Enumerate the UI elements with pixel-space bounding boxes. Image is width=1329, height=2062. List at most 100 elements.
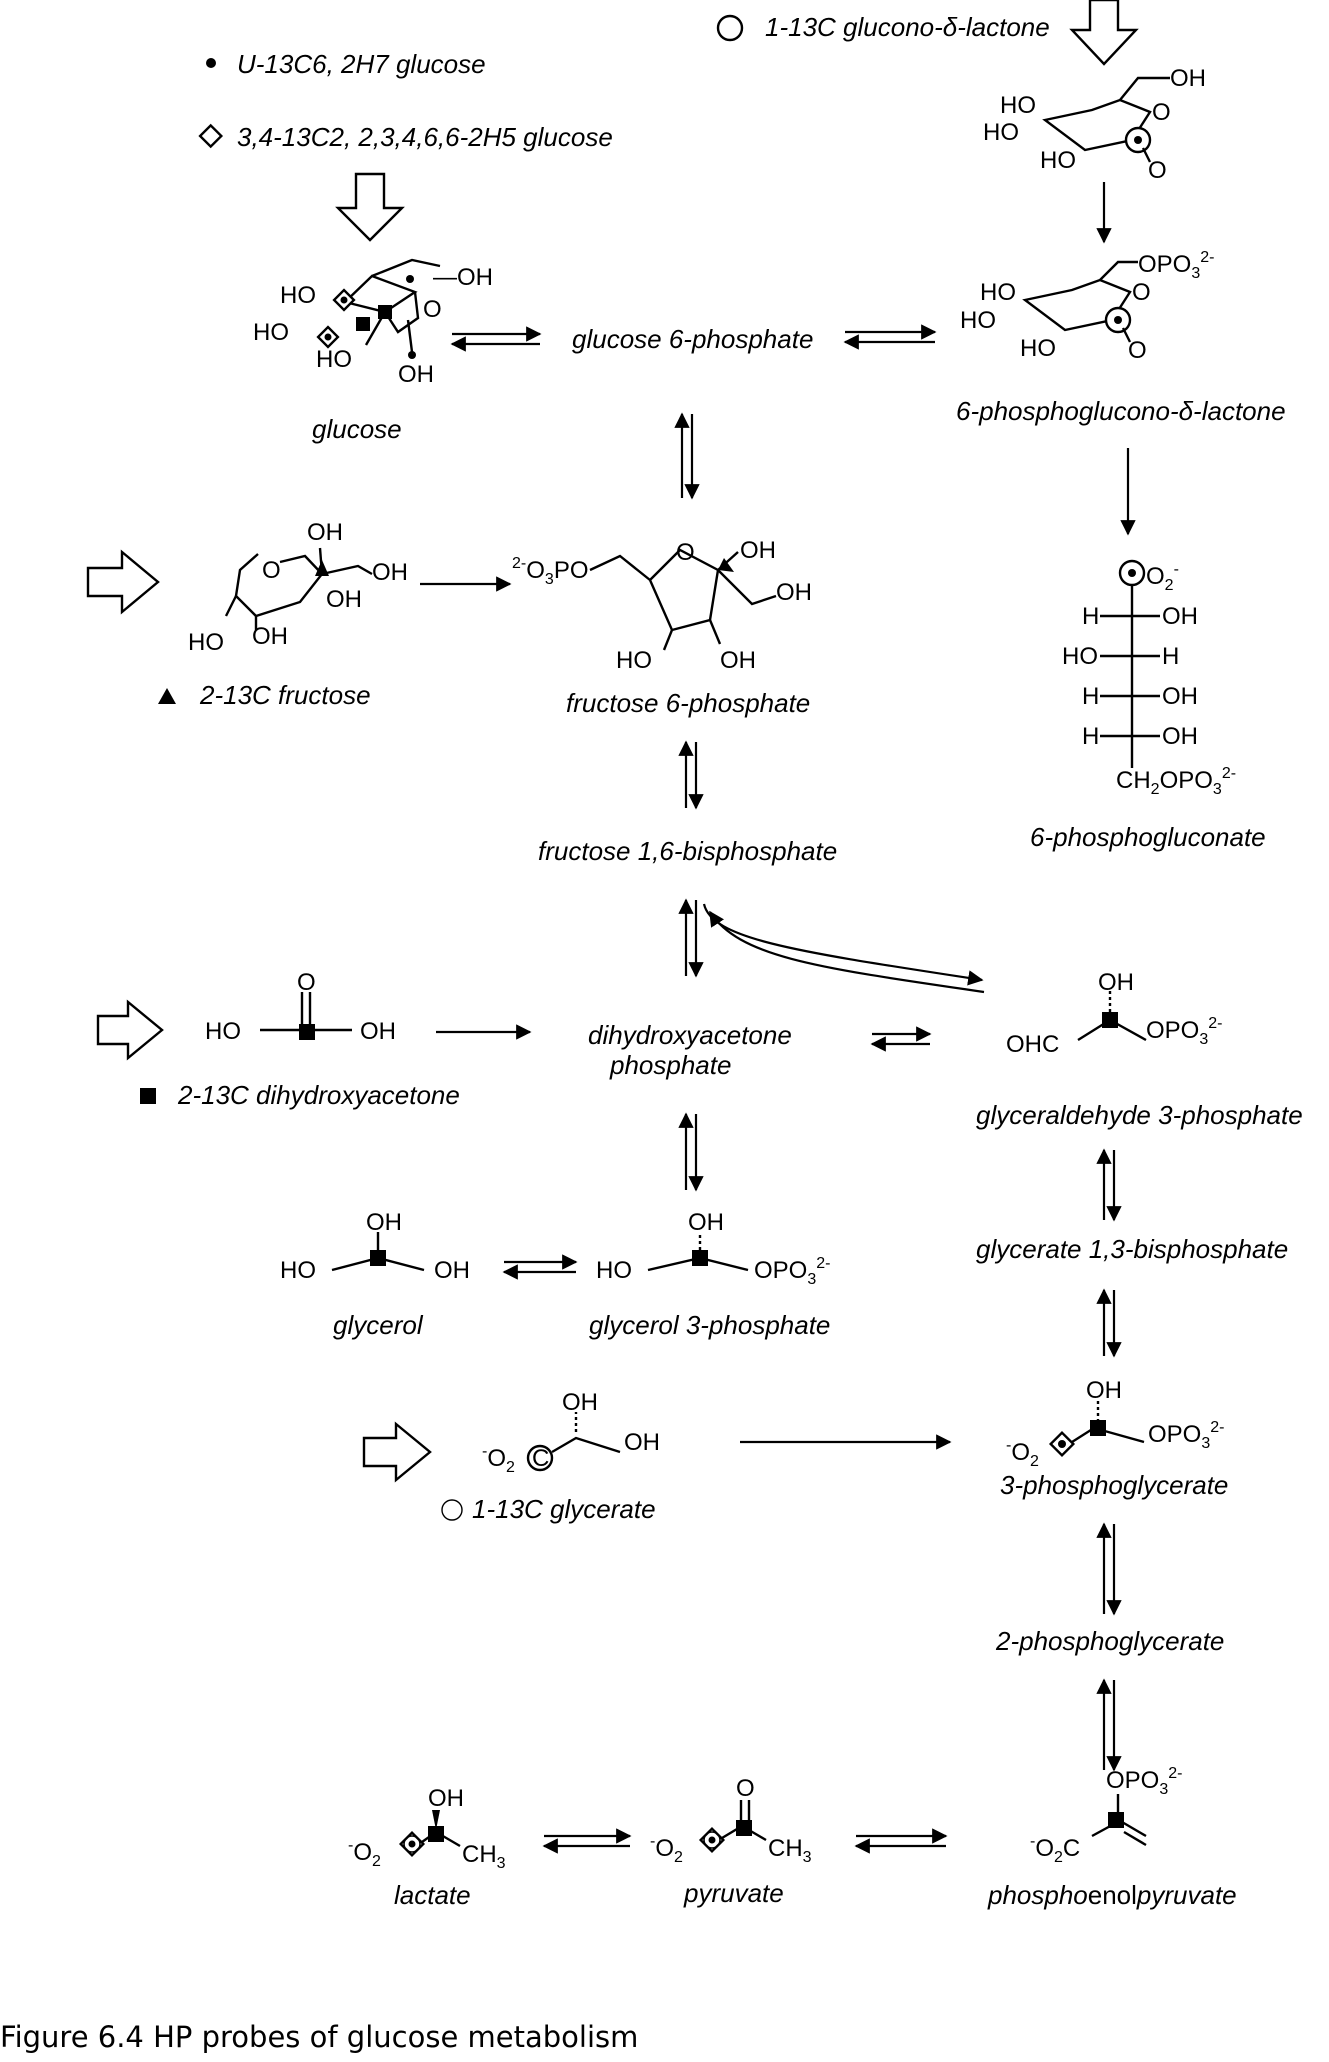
svg-text:HO: HO bbox=[596, 1257, 632, 1284]
svg-text:H: H bbox=[1082, 603, 1099, 630]
dhap-label-line1: dihydroxyacetone bbox=[588, 1020, 792, 1050]
svg-text:HO: HO bbox=[1040, 147, 1076, 174]
svg-text:HO: HO bbox=[980, 279, 1016, 306]
svg-text:OH: OH bbox=[562, 1389, 598, 1416]
svg-text:CH2OPO32-: CH2OPO32- bbox=[1116, 765, 1236, 798]
pyruvate-structure: -O2 O CH3 bbox=[650, 1775, 812, 1866]
svg-text:-O2: -O2 bbox=[348, 1837, 381, 1870]
equilibrium-arrow bbox=[542, 1828, 632, 1854]
phosphoenolpyruvate-structure: OPO32- -O2C bbox=[1030, 1765, 1182, 1866]
curved-equilibrium-arrow bbox=[702, 903, 985, 994]
fructose-structure: O OH OH OH HO OH bbox=[188, 519, 408, 656]
svg-text:HO: HO bbox=[983, 119, 1019, 146]
glyceraldehyde-3-phosphate-label: glyceraldehyde 3-phosphate bbox=[976, 1100, 1303, 1130]
filled-square-marker-icon bbox=[140, 1088, 156, 1104]
svg-text:HO: HO bbox=[960, 307, 996, 334]
phosphogluconolactone-structure: HO HO HO OPO32- O O bbox=[960, 249, 1214, 364]
svg-text:2-O3PO: 2-O3PO bbox=[512, 555, 589, 588]
equilibrium-arrow bbox=[674, 412, 700, 500]
equilibrium-arrow bbox=[678, 740, 704, 810]
svg-text:OHC: OHC bbox=[1006, 1031, 1059, 1058]
equilibrium-arrow bbox=[1096, 1288, 1122, 1358]
legend-deuterated-glucose-label: 3,4-13C2, 2,3,4,6,6-2H5 glucose bbox=[237, 122, 613, 152]
svg-text:OH: OH bbox=[366, 1209, 402, 1236]
svg-text:H: H bbox=[1082, 723, 1099, 750]
svg-text:OH: OH bbox=[1162, 683, 1198, 710]
svg-text:HO: HO bbox=[205, 1018, 241, 1045]
svg-text:OH: OH bbox=[434, 1257, 470, 1284]
3-phosphoglycerate-label: 3-phosphoglycerate bbox=[1000, 1470, 1228, 1500]
equilibrium-arrow bbox=[1096, 1678, 1122, 1772]
hollow-diamond-marker-icon bbox=[198, 123, 224, 149]
svg-text:O: O bbox=[1152, 99, 1171, 126]
glucose-label: glucose bbox=[312, 414, 402, 444]
svg-text:OPO32-: OPO32- bbox=[1138, 249, 1214, 282]
svg-text:OH: OH bbox=[720, 647, 756, 674]
equilibrium-arrow bbox=[843, 324, 937, 350]
gluconolactone-label: 1-13C glucono-δ-lactone bbox=[765, 12, 1050, 42]
glycerol-3-phosphate-structure: OH HO OPO32- bbox=[596, 1209, 830, 1288]
glucose-6-phosphate-label: glucose 6-phosphate bbox=[572, 324, 813, 354]
svg-text:OPO32-: OPO32- bbox=[1148, 1419, 1224, 1452]
svg-text:-O2: -O2 bbox=[650, 1833, 683, 1866]
figure-caption: Figure 6.4 HP probes of glucose metaboli… bbox=[0, 2020, 638, 2054]
svg-text:O: O bbox=[1148, 157, 1167, 184]
svg-text:HO: HO bbox=[316, 346, 352, 373]
equilibrium-arrow bbox=[678, 898, 704, 978]
svg-text:CH3: CH3 bbox=[768, 1835, 812, 1866]
glycerol-label: glycerol bbox=[333, 1310, 424, 1340]
lactate-label: lactate bbox=[394, 1880, 471, 1910]
equilibrium-arrow bbox=[854, 1828, 948, 1854]
equilibrium-arrow bbox=[678, 1112, 704, 1192]
gluconolactone-structure: HO HO HO OH O O bbox=[983, 65, 1206, 184]
svg-text:OH: OH bbox=[1162, 603, 1198, 630]
equilibrium-arrow bbox=[870, 1026, 932, 1052]
svg-text:O: O bbox=[423, 296, 442, 323]
legend-glucose: U-13C6, 2H7 glucose 3,4-13C2, 2,3,4,6,6-… bbox=[198, 49, 613, 152]
equilibrium-arrow bbox=[450, 326, 542, 352]
fructose-6-phosphate-label: fructose 6-phosphate bbox=[566, 688, 810, 718]
svg-text:-O2: -O2 bbox=[482, 1443, 515, 1476]
svg-text:OPO32-: OPO32- bbox=[1106, 1765, 1182, 1798]
svg-text:O: O bbox=[297, 969, 316, 996]
hollow-down-arrow-icon bbox=[335, 172, 405, 242]
svg-text:O: O bbox=[736, 1775, 755, 1802]
hollow-down-arrow-icon bbox=[1069, 0, 1139, 66]
equilibrium-arrow bbox=[502, 1254, 578, 1280]
svg-text:HO: HO bbox=[280, 282, 316, 309]
glucose-structure: HO HO HO —OH O OH bbox=[253, 258, 493, 388]
fructose-bisphosphate-label: fructose 1,6-bisphosphate bbox=[538, 836, 837, 866]
svg-text:—OH: —OH bbox=[433, 264, 493, 291]
phosphogluconate-label: 6-phosphogluconate bbox=[1030, 822, 1266, 852]
svg-text:OH: OH bbox=[688, 1209, 724, 1236]
glycerate-bisphosphate-label: glycerate 1,3-bisphosphate bbox=[976, 1234, 1288, 1264]
svg-text:-O2C: -O2C bbox=[1030, 1833, 1080, 1866]
svg-text:O: O bbox=[1128, 337, 1147, 364]
2-phosphoglycerate-label: 2-phosphoglycerate bbox=[995, 1626, 1224, 1656]
legend-uniform-glucose-label: U-13C6, 2H7 glucose bbox=[237, 49, 486, 79]
svg-text:OH: OH bbox=[776, 579, 812, 606]
svg-text:OH: OH bbox=[326, 586, 362, 613]
dha-legend-label: 2-13C dihydroxyacetone bbox=[177, 1080, 460, 1110]
svg-text:OH: OH bbox=[1162, 723, 1198, 750]
svg-text:OH: OH bbox=[360, 1018, 396, 1045]
svg-text:HO: HO bbox=[1000, 92, 1036, 119]
glycerol-3-phosphate-label: glycerol 3-phosphate bbox=[589, 1310, 830, 1340]
svg-text:H: H bbox=[1162, 643, 1179, 670]
svg-text:HO: HO bbox=[1020, 335, 1056, 362]
equilibrium-arrow bbox=[1096, 1522, 1122, 1616]
hollow-right-arrow-icon bbox=[96, 999, 164, 1061]
svg-text:O: O bbox=[262, 557, 281, 584]
hollow-right-arrow-icon bbox=[362, 1421, 432, 1483]
svg-text:HO: HO bbox=[188, 629, 224, 656]
pyruvate-label: pyruvate bbox=[683, 1878, 784, 1908]
equilibrium-arrow bbox=[1096, 1148, 1122, 1222]
svg-text:O: O bbox=[1132, 279, 1151, 306]
svg-text:C: C bbox=[532, 1445, 549, 1472]
svg-text:OH: OH bbox=[372, 559, 408, 586]
dihydroxyacetone-structure: O HO OH bbox=[205, 969, 396, 1045]
svg-text:O2-: O2- bbox=[1146, 561, 1179, 594]
glyceraldehyde-3-phosphate-structure: OH OHC OPO32- bbox=[1006, 969, 1222, 1058]
svg-text:HO: HO bbox=[280, 1257, 316, 1284]
